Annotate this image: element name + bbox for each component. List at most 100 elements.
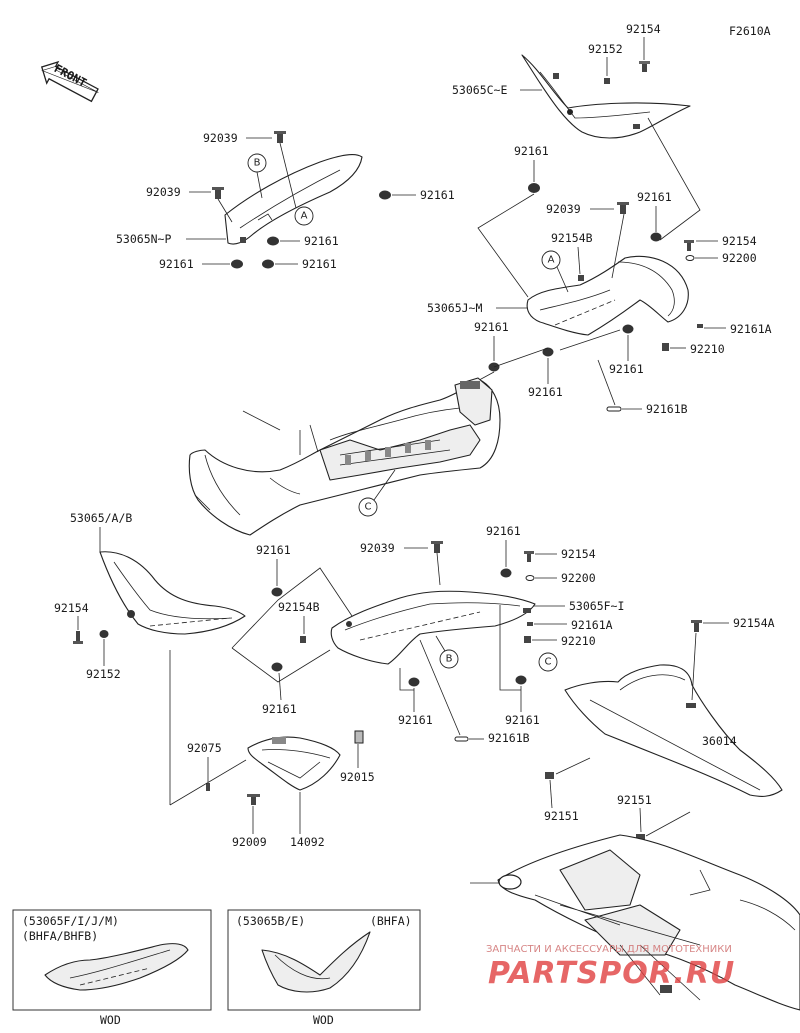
ref-circle-b-top: B bbox=[247, 153, 267, 173]
label-53065JM: 53065J~M bbox=[427, 301, 482, 315]
label-92161A-r: 92161A bbox=[730, 322, 772, 336]
ref-circle-c-top: C bbox=[358, 497, 378, 517]
svg-text:A: A bbox=[301, 211, 308, 222]
diagram-code: F2610A bbox=[729, 24, 771, 38]
grommet-92161-g bbox=[271, 662, 283, 672]
label-53065NP: 53065N~P bbox=[116, 232, 171, 246]
pin-92161B-d bbox=[454, 736, 469, 742]
inset-box-1: (53065F/I/J/M) (BHFA/BHFB) bbox=[12, 909, 212, 1011]
clip-92161A-r bbox=[697, 324, 703, 328]
pin-92161B-r bbox=[606, 406, 622, 412]
front-arrow-icon bbox=[40, 60, 99, 103]
label-92161B-r: 92161B bbox=[646, 402, 688, 416]
grommet-92152-top bbox=[604, 78, 610, 84]
cover-14092 bbox=[247, 736, 341, 791]
screw-92009 bbox=[247, 794, 260, 805]
grommet-92161-m2 bbox=[542, 347, 554, 357]
label-92200-d: 92200 bbox=[561, 571, 596, 585]
grommet-92161-t1 bbox=[528, 183, 540, 193]
label-36014: 36014 bbox=[702, 734, 737, 748]
label-92161-l1: 92161 bbox=[304, 234, 339, 248]
label-92154B-b: 92154B bbox=[278, 600, 320, 614]
nut-92210-d bbox=[524, 636, 531, 643]
label-92161-m3: 92161 bbox=[609, 362, 644, 376]
grommet-92161-l2 bbox=[231, 259, 243, 269]
label-92154-top: 92154 bbox=[626, 22, 661, 36]
label-92161-l2: 92161 bbox=[159, 257, 194, 271]
label-92210-r: 92210 bbox=[690, 342, 725, 356]
label-92161-t1: 92161 bbox=[514, 144, 549, 158]
ref-circle-a-top: A bbox=[294, 206, 314, 226]
svg-text:B: B bbox=[254, 158, 261, 169]
grommet-92161-c bbox=[650, 232, 662, 242]
label-92161B-d: 92161B bbox=[488, 731, 530, 745]
bolt-92151-b bbox=[636, 834, 645, 841]
label-92161-c: 92161 bbox=[637, 190, 672, 204]
label-92161-e: 92161 bbox=[398, 713, 433, 727]
grommet-92161-gr bbox=[379, 190, 391, 200]
inset2-line1: (53065B/E) bbox=[236, 914, 305, 928]
inset1-footer: WOD bbox=[100, 1013, 121, 1027]
label-92154-d: 92154 bbox=[561, 547, 596, 561]
label-53065AB: 53065/A/B bbox=[70, 511, 132, 525]
inset1-line1: (53065F/I/J/M) bbox=[22, 914, 119, 928]
label-92161-g: 92161 bbox=[262, 702, 297, 716]
label-92039-c: 92039 bbox=[546, 202, 581, 216]
screw-92039-a bbox=[274, 131, 286, 143]
label-92161-gr: 92161 bbox=[420, 188, 455, 202]
label-92154A: 92154A bbox=[733, 616, 775, 630]
inset2-footer: WOD bbox=[313, 1013, 334, 1027]
label-92161-m1: 92161 bbox=[474, 320, 509, 334]
tail-cover-mid bbox=[526, 255, 689, 351]
label-92200-r: 92200 bbox=[722, 251, 757, 265]
label-92015: 92015 bbox=[340, 770, 375, 784]
chain-guard-36014 bbox=[564, 664, 783, 797]
screw-92039-c bbox=[617, 202, 629, 214]
label-92039-a: 92039 bbox=[203, 131, 238, 145]
grommet-92152-l bbox=[99, 630, 109, 638]
watermark-line1: ЗАПЧАСТИ И АКСЕССУАРЫ ДЛЯ МОТОТЕХНИКИ bbox=[486, 944, 732, 955]
label-92039-d: 92039 bbox=[360, 541, 395, 555]
swingarm bbox=[497, 834, 800, 1011]
bolt-92154-l bbox=[73, 631, 83, 644]
label-92161-h: 92161 bbox=[505, 713, 540, 727]
svg-text:C: C bbox=[545, 657, 552, 668]
inset2-variant: (BHFA) bbox=[370, 914, 412, 928]
label-92039-b: 92039 bbox=[146, 185, 181, 199]
label-92161-f: 92161 bbox=[256, 543, 291, 557]
inset1-line2: (BHFA/BHFB) bbox=[22, 929, 98, 943]
bolt-92075 bbox=[206, 783, 210, 791]
label-92161A-d: 92161A bbox=[571, 618, 613, 632]
grommet-92161-f bbox=[271, 587, 283, 597]
label-92152-l: 92152 bbox=[86, 667, 121, 681]
washer-92200-d bbox=[525, 575, 535, 581]
label-92009: 92009 bbox=[232, 835, 267, 849]
svg-text:B: B bbox=[446, 654, 453, 665]
clip-92161A-d bbox=[527, 622, 533, 626]
ref-circle-b-low: B bbox=[439, 649, 459, 669]
label-92151-b: 92151 bbox=[617, 793, 652, 807]
washer-92200-r bbox=[685, 255, 695, 261]
grommet-92161-d bbox=[500, 568, 512, 578]
label-14092: 14092 bbox=[290, 835, 325, 849]
bolt-92154A bbox=[691, 620, 702, 632]
label-92161-m2: 92161 bbox=[528, 385, 563, 399]
grommet-92161-m3 bbox=[622, 324, 634, 334]
watermark-line2: PARTSPOR.RU bbox=[488, 956, 735, 991]
bolt-92154B-b bbox=[300, 636, 306, 643]
label-92154-r: 92154 bbox=[722, 234, 757, 248]
label-92210-d: 92210 bbox=[561, 634, 596, 648]
screw-92039-b bbox=[212, 187, 224, 199]
side-cover-right bbox=[330, 590, 536, 665]
inset-box-2: (53065B/E) (BHFA) bbox=[227, 909, 421, 1011]
bolt-92154-top bbox=[639, 61, 650, 72]
clip-92015 bbox=[354, 730, 364, 744]
label-92154-l: 92154 bbox=[54, 601, 89, 615]
bolt-92154-d bbox=[524, 551, 534, 562]
label-53065CE: 53065C~E bbox=[452, 83, 507, 97]
label-92151-a: 92151 bbox=[544, 809, 579, 823]
ref-circle-a-mid: A bbox=[541, 250, 561, 270]
label-92154B-a: 92154B bbox=[551, 231, 593, 245]
label-92161-d: 92161 bbox=[486, 524, 521, 538]
